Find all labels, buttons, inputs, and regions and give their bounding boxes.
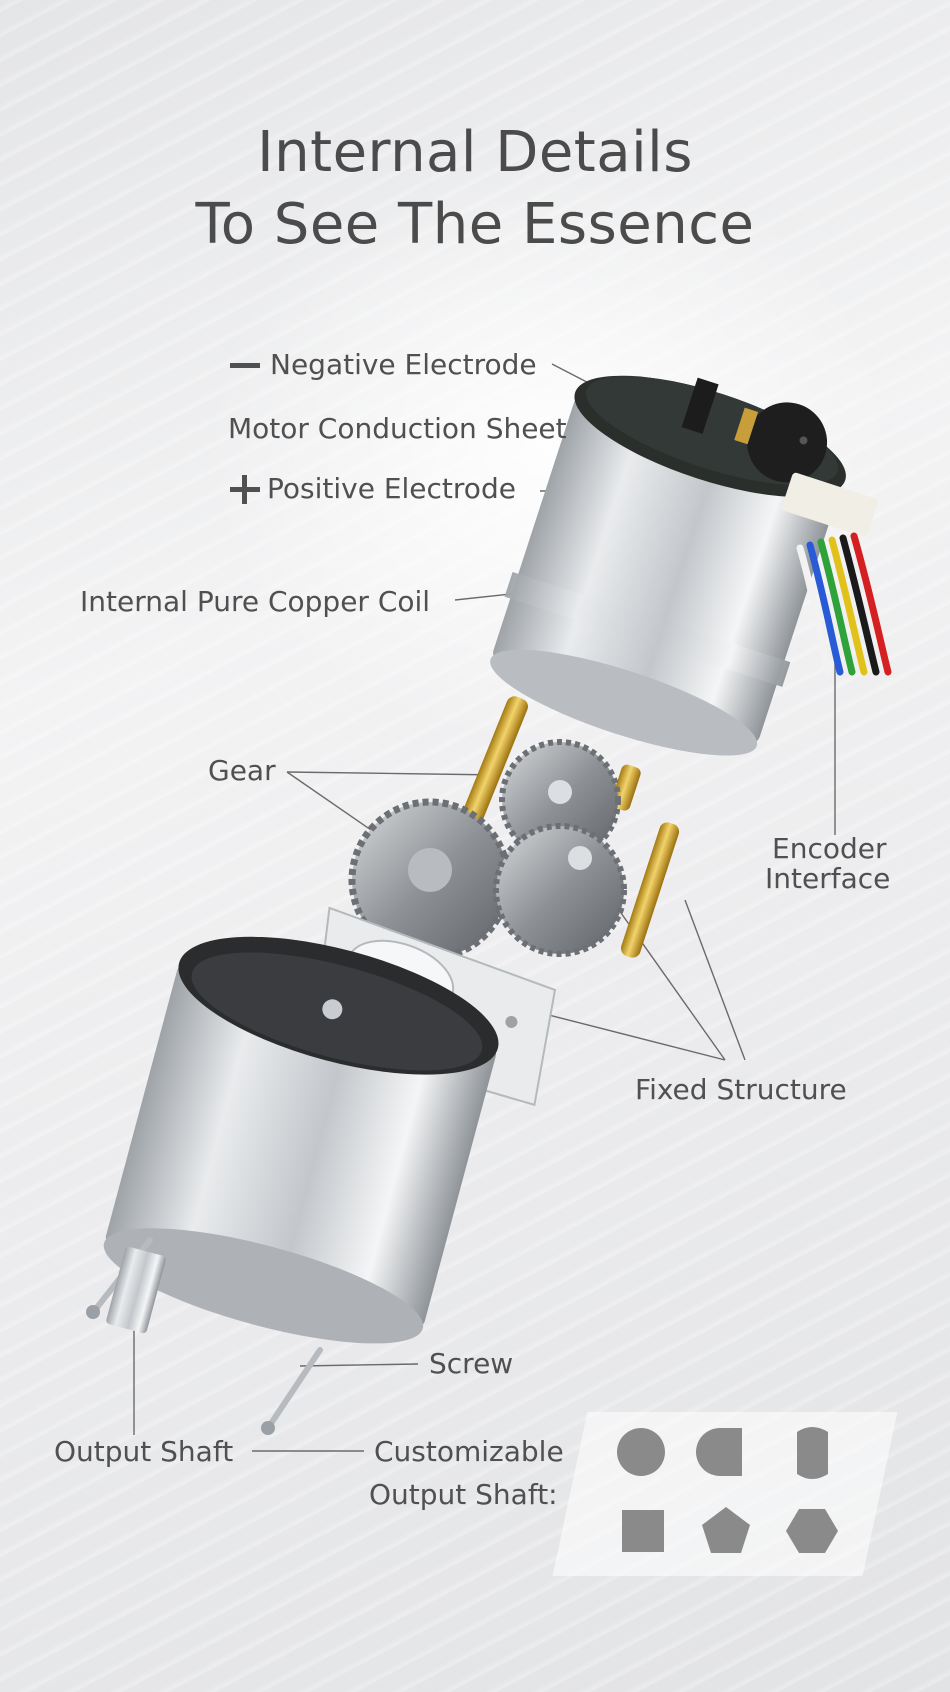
pentagon-shape-icon: [702, 1507, 750, 1553]
double-flat-shape-icon: [797, 1427, 828, 1479]
shaft-shape-icons: [617, 1427, 838, 1553]
motor-coil-can: [490, 375, 878, 756]
title-line-1: Internal Details: [257, 120, 693, 185]
encoder-wires: [796, 532, 892, 676]
conduction-sheet-label: Motor Conduction Sheet: [228, 412, 567, 445]
conduction-sheet: [734, 407, 759, 445]
encoder-label-line-1: Encoder: [772, 832, 887, 865]
customizable-label-line-2: Output Shaft:: [369, 1478, 558, 1511]
leader-screw: [299, 1363, 419, 1367]
gear-set: [348, 739, 627, 962]
encoder-label-line-2: Interface: [765, 862, 891, 895]
screw-label: Screw: [429, 1347, 514, 1380]
hexagon-shape-icon: [786, 1509, 838, 1553]
terminal-negative: [681, 377, 719, 434]
d-cut-shape-icon: [696, 1428, 742, 1476]
leader-fixed-3: [684, 899, 746, 1061]
screws-and-shaft: [86, 1237, 323, 1435]
screw-right: [267, 1347, 323, 1428]
encoder-magnet: [747, 402, 828, 483]
gear-label: Gear: [208, 754, 276, 787]
gearbox-can: [103, 936, 499, 1344]
square-shape-icon: [622, 1510, 664, 1552]
positive-electrode-label: Positive Electrode: [267, 472, 516, 505]
customizable-label-line-1: Customizable: [374, 1435, 564, 1468]
title-line-2: To See The Essence: [195, 192, 755, 257]
output-shaft-label: Output Shaft: [54, 1435, 234, 1468]
copper-coil-label: Internal Pure Copper Coil: [80, 585, 431, 618]
gear-right: [493, 823, 627, 957]
encoder-connector: [781, 472, 878, 537]
plus-sign-icon: [242, 475, 247, 504]
minus-sign-icon: [230, 363, 260, 368]
output-shaft: [106, 1246, 166, 1334]
fixed-structure-label: Fixed Structure: [635, 1073, 847, 1106]
round-shape-icon: [617, 1428, 665, 1476]
leader-gear-1: [286, 771, 501, 776]
negative-electrode-label: Negative Electrode: [270, 348, 537, 381]
